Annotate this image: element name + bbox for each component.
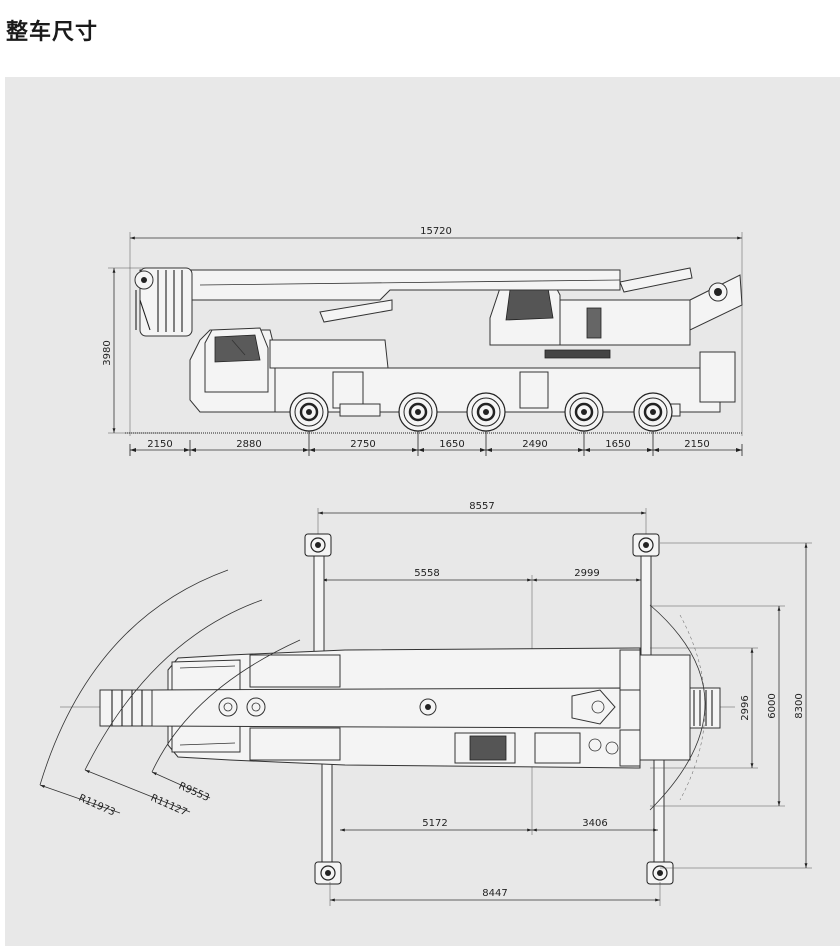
dim-rear-to-center: 5172 <box>422 818 447 829</box>
dim-seg-6: 1650 <box>605 439 630 450</box>
crane-top-outline <box>99 647 721 769</box>
top-view: 8557 5558 2999 <box>39 501 812 906</box>
dim-radius-outer: R11973 <box>77 793 117 819</box>
side-view: 15720 3980 2150 2880 2750 <box>102 226 743 456</box>
dim-front-to-center: 5558 <box>414 568 439 579</box>
dim-radius-mid: R11127 <box>149 793 189 819</box>
dim-seg-4: 1650 <box>439 439 464 450</box>
crane-side-outline <box>134 267 743 417</box>
dim-height: 3980 <box>102 340 113 365</box>
dim-overall-length: 15720 <box>420 226 452 237</box>
dim-rear-span: 8447 <box>482 888 507 899</box>
dim-front-span: 8557 <box>469 501 494 512</box>
page-title: 整车尺寸 <box>6 20 99 45</box>
dim-center-to-rear-right: 3406 <box>582 818 607 829</box>
dim-width-full: 8300 <box>794 693 805 718</box>
dim-center-to-right: 2999 <box>574 568 599 579</box>
dim-width-mid: 6000 <box>767 693 778 718</box>
dim-seg-2: 2880 <box>236 439 261 450</box>
dim-seg-7: 2150 <box>684 439 709 450</box>
dim-width-small: 2996 <box>740 695 751 720</box>
dim-seg-1: 2150 <box>147 439 172 450</box>
dim-seg-3: 2750 <box>350 439 375 450</box>
dim-radius-inner: R9553 <box>177 781 211 804</box>
drawing-panel <box>5 77 840 946</box>
dim-seg-5: 2490 <box>522 439 547 450</box>
